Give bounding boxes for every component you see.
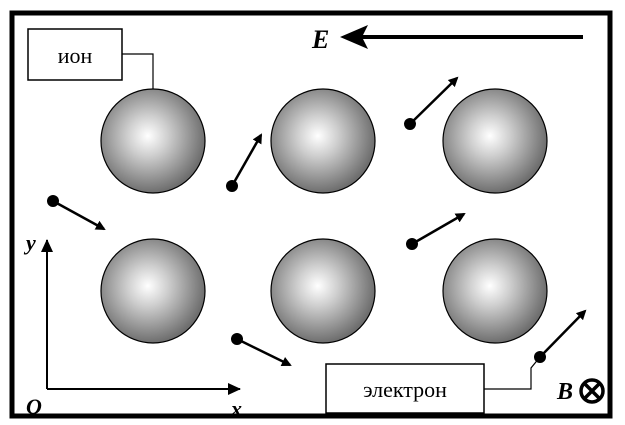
ion-particle: [270, 238, 376, 344]
y-axis-label: y: [23, 230, 36, 255]
coordinate-axes: [41, 239, 241, 395]
electron-label-box: [325, 363, 485, 414]
e-field-arrow-icon: [340, 25, 583, 49]
electron: [231, 333, 292, 367]
electron-label: электрон: [363, 377, 447, 402]
electron: [47, 195, 106, 231]
electron: [404, 76, 459, 130]
ion-label: ион: [58, 43, 93, 68]
ion-particle: [100, 88, 206, 194]
b-field-label: B: [556, 379, 573, 405]
origin-label: O: [26, 394, 42, 419]
electron: [534, 309, 587, 363]
ion-particle: [442, 88, 548, 194]
cross-in-circle-icon: [579, 378, 605, 404]
electron: [406, 212, 466, 250]
ion-leader-line: [122, 53, 154, 89]
electron: [226, 133, 263, 192]
x-axis-label: x: [230, 396, 242, 421]
electron-leader-line: [484, 356, 541, 390]
frame: [9, 10, 613, 419]
ion-particle: [270, 88, 376, 194]
e-field-label: E: [311, 25, 329, 54]
ion-particle: [442, 238, 548, 344]
ion-label-box: [27, 28, 123, 81]
ion-particle: [100, 238, 206, 344]
